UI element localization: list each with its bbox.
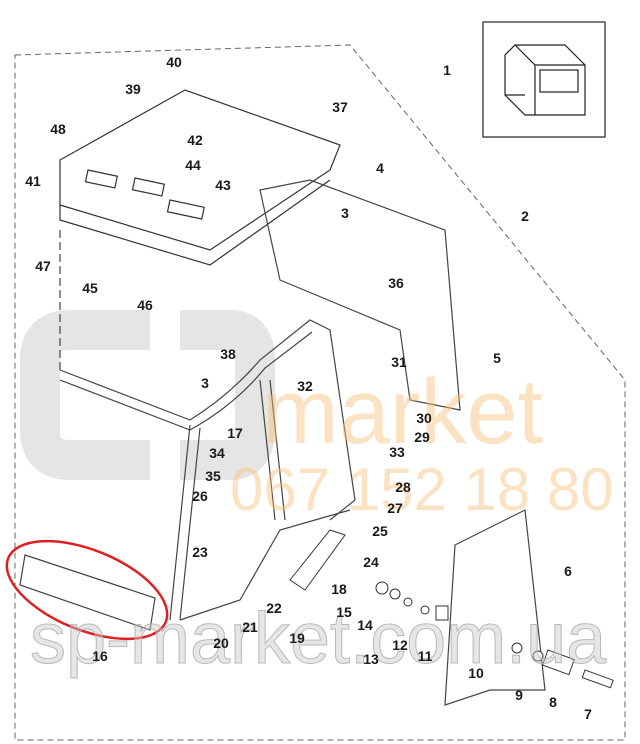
callout-33: 33	[389, 444, 405, 460]
watermark-logo	[20, 310, 275, 480]
callout-16: 16	[92, 648, 108, 664]
door-glass	[444, 509, 546, 706]
callout-1: 1	[443, 62, 451, 78]
callout-6: 6	[564, 563, 572, 579]
callout-30: 30	[416, 410, 432, 426]
handle-18	[289, 529, 346, 591]
inset-cab-box	[482, 21, 606, 138]
roof	[59, 89, 341, 266]
callout-32: 32	[297, 378, 313, 394]
callout-20: 20	[213, 635, 229, 651]
callout-31: 31	[391, 354, 407, 370]
cab-frame	[59, 230, 356, 621]
callout-7: 7	[584, 706, 592, 722]
callout-48: 48	[50, 121, 66, 137]
callout-2: 2	[521, 208, 529, 224]
callout-25: 25	[372, 523, 388, 539]
watermark-phone: 067 152 18 80	[230, 456, 614, 523]
callout-35: 35	[205, 468, 221, 484]
callout-29: 29	[414, 429, 430, 445]
callout-42: 42	[187, 132, 203, 148]
callout-27: 27	[387, 500, 403, 516]
callout-44: 44	[185, 157, 201, 173]
callout-26: 26	[192, 488, 208, 504]
assembly-boundary	[14, 44, 626, 741]
callout-22: 22	[266, 600, 282, 616]
callout-17: 17	[227, 425, 243, 441]
watermark-site: sp-market.com.ua	[29, 599, 607, 680]
callout-13: 13	[363, 651, 379, 667]
callout-12: 12	[392, 637, 408, 653]
callout-37: 37	[332, 99, 348, 115]
highlight-ellipse	[5, 539, 169, 641]
callout-36: 36	[388, 275, 404, 291]
callout-19: 19	[289, 630, 305, 646]
callout-39: 39	[125, 81, 141, 97]
callout-4: 4	[376, 160, 384, 176]
watermark-brand: market	[262, 361, 544, 463]
callout-34: 34	[209, 445, 225, 461]
callout-47: 47	[35, 258, 51, 274]
hinge-hardware	[375, 581, 614, 689]
callout-5: 5	[493, 350, 501, 366]
callout-18: 18	[331, 581, 347, 597]
callout-46: 46	[137, 297, 153, 313]
callout-9: 9	[515, 687, 523, 703]
front-panel-16	[19, 554, 156, 631]
callout-11: 11	[417, 648, 433, 664]
callout-23: 23	[192, 544, 208, 560]
callout-45: 45	[82, 280, 98, 296]
callout-8: 8	[549, 694, 557, 710]
callout-21: 21	[242, 619, 258, 635]
callout-3: 3	[201, 375, 209, 391]
callout-15: 15	[336, 604, 352, 620]
inset-cab-icon	[504, 44, 586, 116]
callout-38: 38	[220, 346, 236, 362]
rear-window	[259, 179, 461, 411]
callout-43: 43	[215, 177, 231, 193]
callout-40: 40	[166, 54, 182, 70]
callout-3: 3	[341, 205, 349, 221]
callout-28: 28	[395, 479, 411, 495]
callout-10: 10	[468, 665, 484, 681]
callout-41: 41	[25, 173, 41, 189]
callout-24: 24	[363, 554, 379, 570]
callout-14: 14	[357, 617, 373, 633]
